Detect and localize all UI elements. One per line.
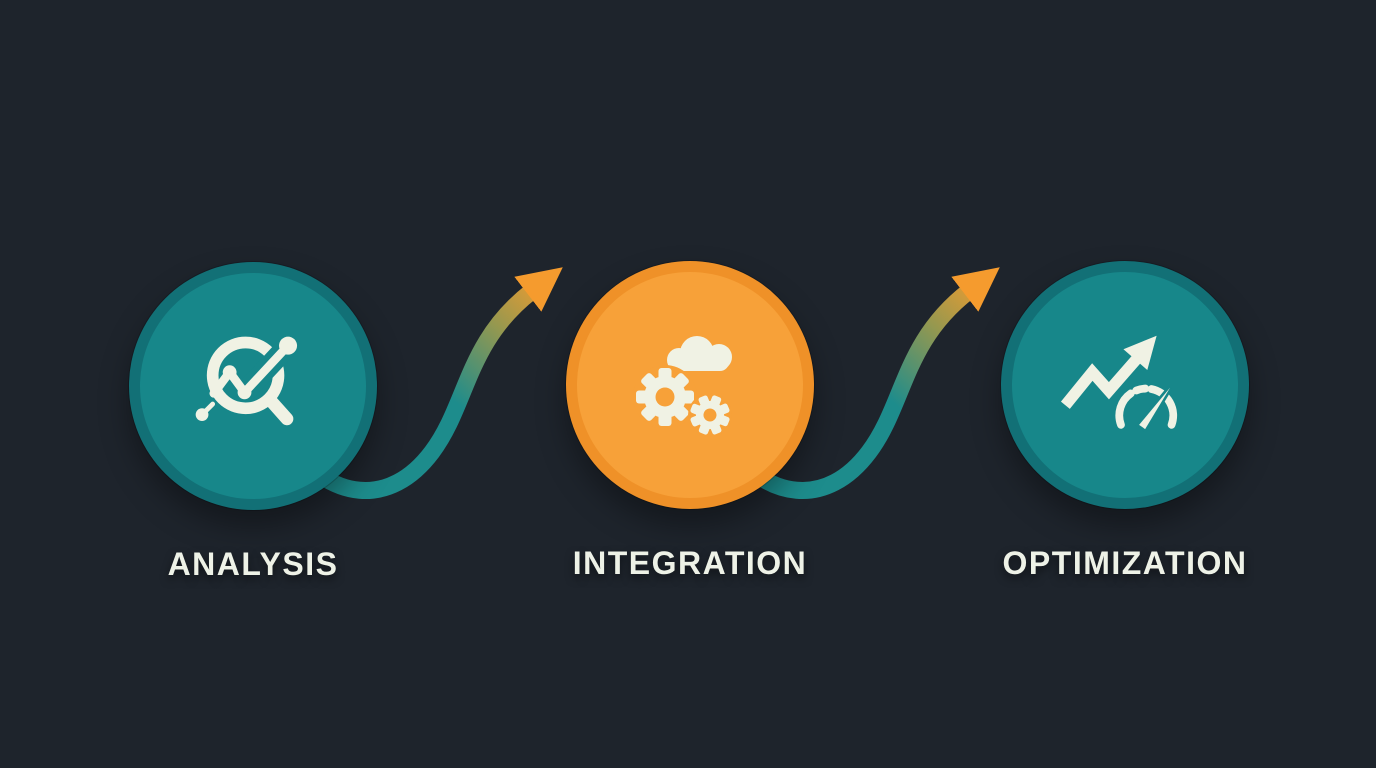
growth-gauge-icon: [1060, 335, 1178, 433]
step-optimization: OPTIMIZATION: [975, 261, 1275, 582]
analysis-label: ANALYSIS: [167, 546, 339, 582]
integration-circle: [566, 261, 814, 509]
big-gear: [633, 365, 697, 429]
optimization-circle: [1001, 261, 1249, 509]
analysis-circle-inner: [140, 273, 366, 499]
step-analysis: ANALYSIS: [103, 262, 403, 583]
integration-circle-inner: [577, 272, 803, 498]
cloud-gears-icon: [633, 336, 732, 437]
cloud-shape: [667, 336, 732, 372]
optimization-label: OPTIMIZATION: [1002, 545, 1248, 581]
step-integration: INTEGRATION: [540, 261, 840, 582]
integration-label: INTEGRATION: [572, 545, 808, 581]
magnifier-trend-icon: [195, 336, 298, 426]
growth-arrow: [1060, 335, 1157, 409]
optimization-circle-inner: [1012, 272, 1238, 498]
gauge: [1115, 384, 1178, 433]
small-gear: [688, 393, 732, 437]
analysis-circle: [129, 262, 377, 510]
